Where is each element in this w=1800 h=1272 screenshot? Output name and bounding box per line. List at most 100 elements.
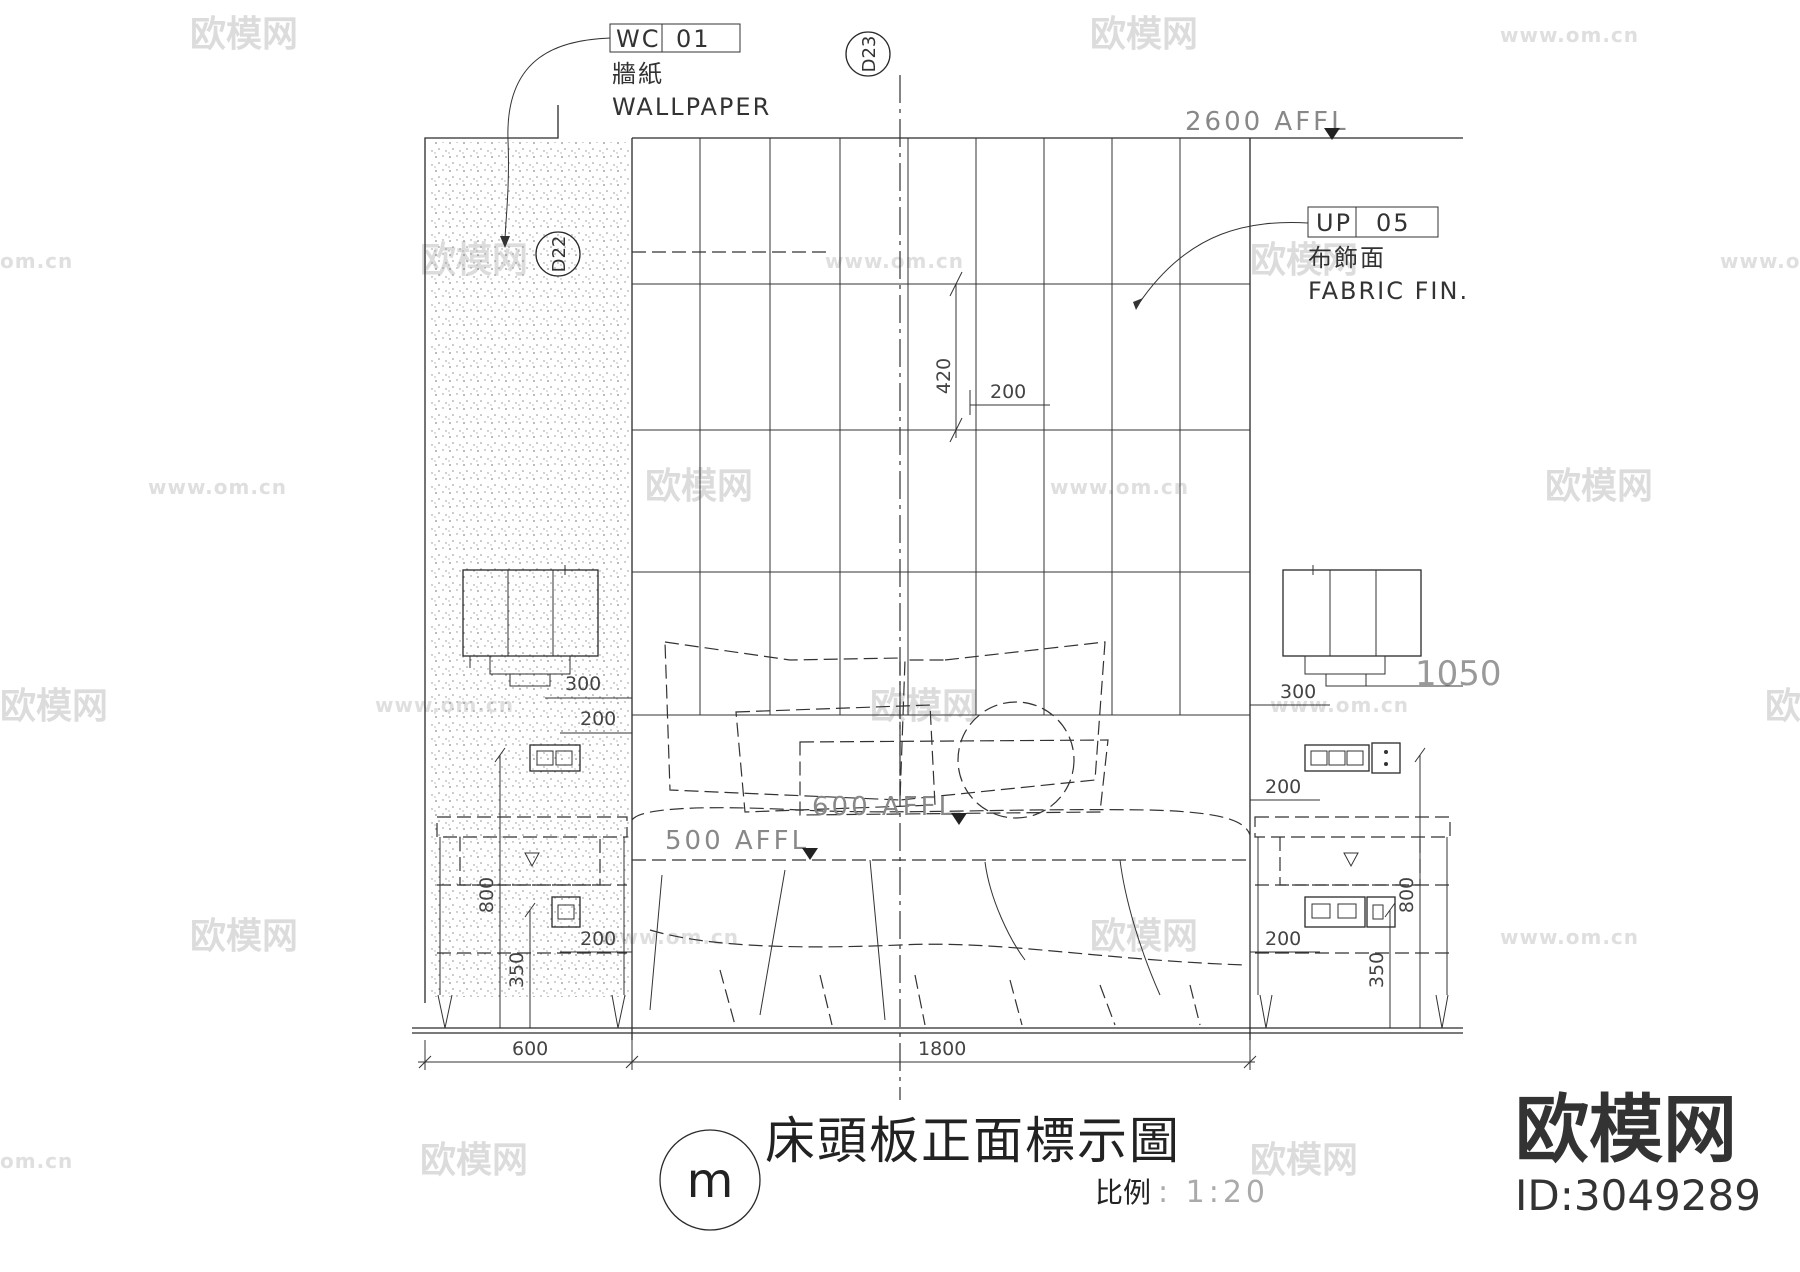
panel-dimension-200: 200 xyxy=(969,381,1050,415)
watermark-logo: 欧模网 xyxy=(1090,916,1198,957)
dim-right-350: 350 xyxy=(1366,952,1388,988)
dim-left-300: 300 xyxy=(565,673,601,695)
panel-dimension-420: 420 xyxy=(933,271,963,443)
wc-leader-arrow xyxy=(500,236,510,248)
level-600: 600 AFFL xyxy=(812,792,967,825)
title-marker-letter: m xyxy=(687,1153,734,1209)
cushion-front xyxy=(799,739,1109,816)
material-tag-wc01: WC 01 牆紙 WALLPAPER xyxy=(500,23,771,248)
watermark-url: www.om.cn xyxy=(1720,249,1800,273)
dim-1800: 1800 xyxy=(918,1038,966,1060)
dim-600: 600 xyxy=(512,1038,548,1060)
watermark-url: om.cn xyxy=(0,249,73,273)
watermark-url: www.om.cn xyxy=(825,249,964,273)
watermark-logo: 欧模网 xyxy=(190,916,298,957)
horizontal-dimensions: 600 1800 xyxy=(418,1038,1257,1070)
wc-leader-line xyxy=(504,37,611,243)
headboard-panel-grid xyxy=(632,138,1250,716)
watermark-logo: 欧模网 xyxy=(420,1140,528,1181)
right-wall-lamp xyxy=(1282,565,1463,687)
up-code: UP xyxy=(1316,209,1352,237)
level-2600-label: 2600 AFFL xyxy=(1185,107,1349,137)
watermark-url: om.cn xyxy=(0,1149,73,1173)
drape-folds xyxy=(719,969,1201,1026)
drawing-title: 床頭板正面標示圖 xyxy=(765,1112,1181,1170)
up-number: 05 xyxy=(1376,209,1411,237)
level-600-marker xyxy=(951,813,967,825)
watermark-logo: 欧模网 xyxy=(0,686,108,727)
title-marker-circle xyxy=(659,1129,761,1231)
floor-line xyxy=(412,1027,1463,1034)
material-tag-up05: UP 05 布飾面 FABRIC FIN. xyxy=(1133,206,1469,310)
dim-left-800: 800 xyxy=(476,877,498,913)
level-600-label: 600 AFFL xyxy=(812,792,956,822)
drape-3 xyxy=(869,859,886,1021)
up-chinese-name: 布飾面 xyxy=(1308,244,1386,272)
wc-code: WC xyxy=(616,25,661,53)
level-500-label: 500 AFFL xyxy=(665,826,809,856)
left-vertical-dimensions: 800 350 xyxy=(476,747,536,1028)
drape-2 xyxy=(759,869,786,1016)
pillow-right xyxy=(899,641,1106,801)
up-leader-line xyxy=(1139,222,1309,303)
scale-label: 比例 xyxy=(1095,1176,1151,1209)
watermark-logo: 欧模网 xyxy=(1250,240,1358,281)
left-light-switch xyxy=(529,744,581,772)
svg-text:欧模网: 欧模网 xyxy=(1090,14,1198,55)
round-cushion xyxy=(957,701,1075,819)
brand-logo-text: 欧模网 xyxy=(1515,1087,1737,1173)
level-2600: 2600 AFFL xyxy=(1185,107,1349,140)
right-vertical-dimensions: 800 350 xyxy=(1366,747,1426,1028)
wc-english-name: WALLPAPER xyxy=(612,93,771,121)
level-2600-marker xyxy=(1324,128,1340,140)
right-nightstand xyxy=(1254,816,1451,1029)
section-marker-d23: D23 xyxy=(845,31,891,77)
dim-left-200-switch: 200 xyxy=(580,708,616,730)
section-marker-d22: D22 xyxy=(535,231,581,277)
mattress-top xyxy=(631,807,1251,836)
svg-text:欧模网: 欧模网 xyxy=(190,14,298,55)
dim-left-200-socket: 200 xyxy=(580,928,616,950)
watermark-logo: 欧模网 xyxy=(190,14,298,55)
drape-5 xyxy=(1119,859,1161,996)
watermark-logo: 欧模网 xyxy=(1090,14,1198,55)
watermark-logo: 欧模网 xyxy=(1250,1140,1358,1181)
watermark-url: www.om.cn xyxy=(1500,925,1639,949)
dim-right-300: 300 xyxy=(1280,681,1316,703)
right-power-socket xyxy=(1304,896,1396,928)
watermark-url: www.om.cn xyxy=(1050,475,1189,499)
watermark-logo: 欧模网 xyxy=(645,466,753,507)
brand-block: 欧模网 ID:3049289 xyxy=(1515,1087,1761,1220)
watermark-logo: 欧模网 xyxy=(1765,686,1800,727)
scale-value: : 1:20 xyxy=(1158,1175,1269,1210)
up-english-name: FABRIC FIN. xyxy=(1308,277,1469,305)
dim-200-label: 200 xyxy=(990,381,1026,403)
cushion-left xyxy=(735,704,936,813)
title-block: m 床頭板正面標示圖 比例 : 1:20 xyxy=(659,1112,1269,1231)
pillow-left xyxy=(664,641,901,801)
bed xyxy=(631,641,1251,1029)
left-wall-lamp xyxy=(462,565,599,687)
dim-right-800: 800 xyxy=(1396,877,1418,913)
level-500: 500 AFFL xyxy=(665,826,818,860)
drape-4 xyxy=(984,861,1026,961)
drawing-id: ID:3049289 xyxy=(1515,1171,1761,1220)
wc-number: 01 xyxy=(676,25,711,53)
level-500-marker xyxy=(802,848,818,860)
up-leader-arrow xyxy=(1133,298,1143,310)
watermark-url: www.om.cn xyxy=(1500,23,1639,47)
lamp-height-1050: 1050 xyxy=(1415,654,1502,694)
left-power-socket xyxy=(551,896,581,928)
right-switch-panel xyxy=(1304,742,1401,774)
dim-420-label: 420 xyxy=(933,358,955,394)
watermark-url: www.om.cn xyxy=(148,475,287,499)
dim-left-350: 350 xyxy=(506,952,528,988)
dim-right-200-socket: 200 xyxy=(1265,928,1301,950)
section-marker-d23-label: D23 xyxy=(859,36,880,73)
quilt-fold xyxy=(649,929,1246,966)
wc-chinese-name: 牆紙 xyxy=(612,60,664,88)
drape-1 xyxy=(649,874,663,1011)
section-marker-d22-label: D22 xyxy=(549,236,570,273)
dim-right-200-switch: 200 xyxy=(1265,776,1301,798)
